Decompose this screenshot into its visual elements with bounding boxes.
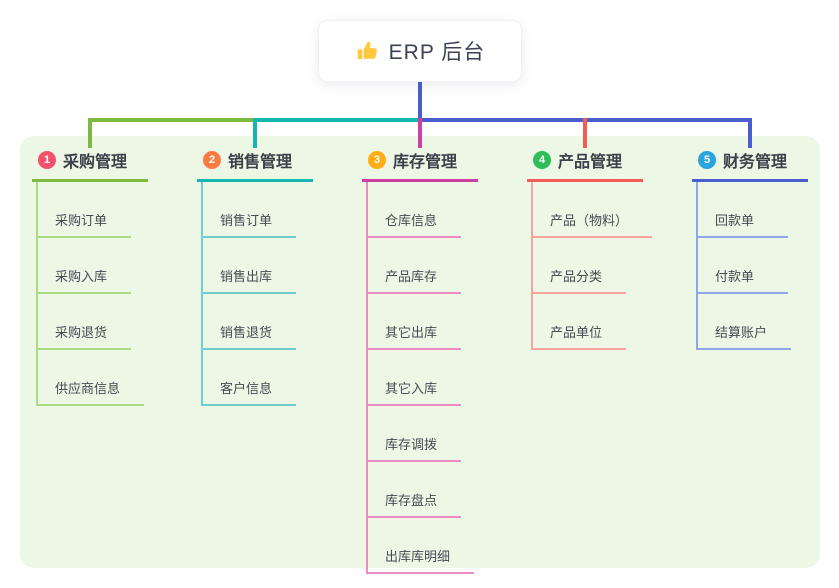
hline-segment-1: [90, 118, 255, 122]
child-node[interactable]: 其它入库: [368, 350, 462, 406]
child-node[interactable]: 供应商信息: [38, 350, 145, 406]
child-node[interactable]: 产品库存: [368, 238, 462, 294]
hline-segment-2: [255, 118, 420, 122]
child-node[interactable]: 其它出库: [368, 294, 462, 350]
branch-3: 3 库存管理仓库信息产品库存其它出库其它入库库存调拨库存盘点出库库明细: [362, 146, 512, 574]
child-node[interactable]: 出库库明细: [368, 518, 475, 574]
branch-children: 回款单付款单结算账户: [696, 182, 792, 350]
branch-label: 采购管理: [63, 154, 128, 171]
branch-title-node[interactable]: 2 销售管理: [197, 146, 313, 182]
child-node[interactable]: 库存盘点: [368, 462, 462, 518]
child-node[interactable]: 产品（物料）: [533, 182, 653, 238]
child-node[interactable]: 产品分类: [533, 238, 627, 294]
child-node[interactable]: 销售出库: [203, 238, 297, 294]
child-node[interactable]: 结算账户: [698, 294, 792, 350]
child-node[interactable]: 采购订单: [38, 182, 132, 238]
branch-title-node[interactable]: 3 库存管理: [362, 146, 478, 182]
branch-drop-line-2: [253, 118, 257, 148]
branch-number-badge: 5: [698, 151, 716, 169]
branch-title-node[interactable]: 1 采购管理: [32, 146, 148, 182]
thumbs-up-icon: [355, 39, 379, 63]
branch-children: 销售订单销售出库销售退货客户信息: [201, 182, 297, 406]
branch-title-node[interactable]: 5 财务管理: [692, 146, 808, 182]
branch-drop-line-1: [88, 118, 92, 148]
child-node[interactable]: 库存调拨: [368, 406, 462, 462]
branch-label: 销售管理: [228, 154, 293, 171]
branch-children: 采购订单采购入库采购退货供应商信息: [36, 182, 145, 406]
branch-label: 库存管理: [393, 154, 458, 171]
child-node[interactable]: 销售订单: [203, 182, 297, 238]
branch-number-badge: 4: [533, 151, 551, 169]
module-board: [20, 136, 820, 568]
branch-children: 产品（物料）产品分类产品单位: [531, 182, 653, 350]
child-node[interactable]: 产品单位: [533, 294, 627, 350]
branch-2: 2 销售管理销售订单销售出库销售退货客户信息: [197, 146, 347, 406]
branch-drop-line-3: [418, 118, 422, 148]
child-node[interactable]: 采购退货: [38, 294, 132, 350]
branch-number-badge: 2: [203, 151, 221, 169]
branch-drop-line-4: [583, 118, 587, 148]
child-node[interactable]: 销售退货: [203, 294, 297, 350]
root-node-erp[interactable]: ERP 后台: [318, 20, 522, 82]
branch-1: 1 采购管理采购订单采购入库采购退货供应商信息: [32, 146, 182, 406]
child-node[interactable]: 付款单: [698, 238, 788, 294]
branch-title-node[interactable]: 4 产品管理: [527, 146, 643, 182]
branch-children: 仓库信息产品库存其它出库其它入库库存调拨库存盘点出库库明细: [366, 182, 475, 574]
branch-4: 4 产品管理产品（物料）产品分类产品单位: [527, 146, 677, 350]
branch-label: 产品管理: [558, 154, 623, 171]
branch-number-badge: 1: [38, 151, 56, 169]
branch-number-badge: 3: [368, 151, 386, 169]
child-node[interactable]: 回款单: [698, 182, 788, 238]
root-node-title: ERP 后台: [388, 41, 486, 64]
branch-label: 财务管理: [723, 154, 788, 171]
branch-drop-line-5: [748, 118, 752, 148]
branch-5: 5 财务管理回款单付款单结算账户: [692, 146, 839, 350]
child-node[interactable]: 仓库信息: [368, 182, 462, 238]
root-drop-line: [418, 82, 422, 122]
child-node[interactable]: 采购入库: [38, 238, 132, 294]
child-node[interactable]: 客户信息: [203, 350, 297, 406]
